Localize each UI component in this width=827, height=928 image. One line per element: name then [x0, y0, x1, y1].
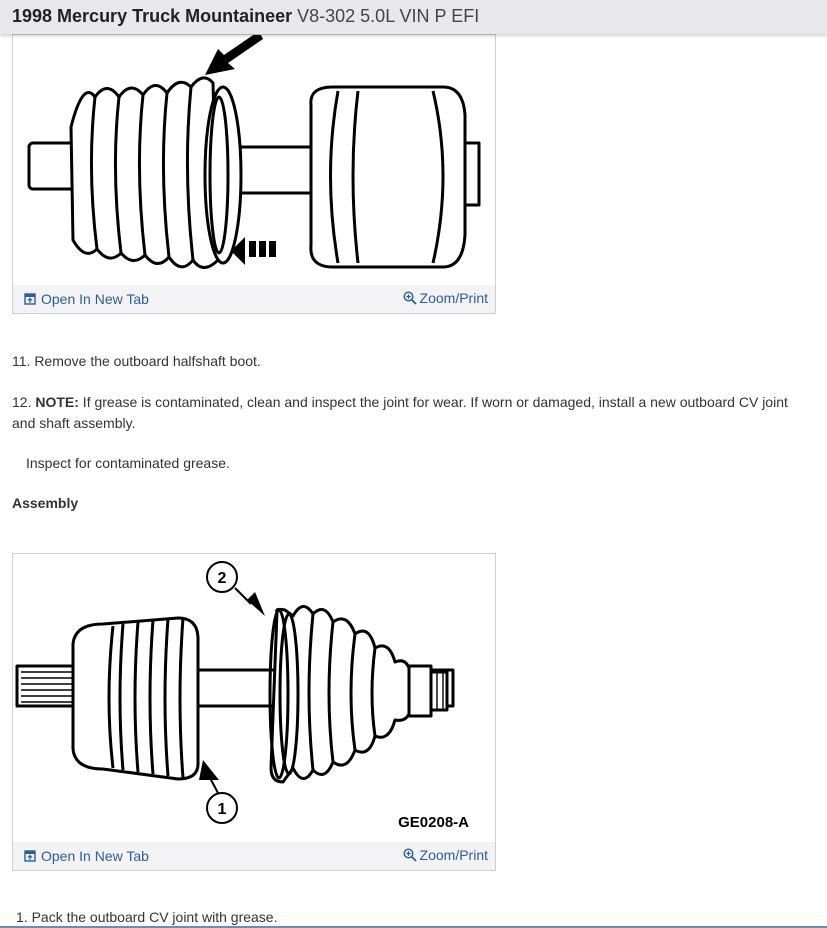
figure-2: 2 1 GE0208-A Open In New Tab Zoom/Print	[12, 553, 496, 871]
zoom-in-icon	[403, 848, 417, 862]
new-tab-icon	[24, 293, 36, 305]
callout-2-label: 2	[218, 570, 227, 587]
bottom-divider	[0, 926, 827, 928]
open-in-new-tab-link[interactable]: Open In New Tab	[24, 291, 149, 307]
callout-1-label: 1	[218, 801, 227, 818]
step-12-text: If grease is contaminated, clean and ins…	[12, 394, 788, 431]
figure-2-image[interactable]: 2 1 GE0208-A	[13, 554, 495, 842]
step-12-substep: Inspect for contaminated grease.	[26, 455, 230, 471]
step-1: 1. Pack the outboard CV joint with greas…	[16, 909, 278, 925]
boot-removal-drawing	[27, 35, 481, 269]
figure-2-toolbar: Open In New Tab Zoom/Print	[13, 842, 495, 870]
open-in-new-tab-label: Open In New Tab	[41, 848, 149, 864]
new-tab-icon	[24, 850, 36, 862]
figure-code: GE0208-A	[398, 814, 469, 831]
engine-spec: V8-302 5.0L VIN P EFI	[297, 6, 480, 26]
figure-1: Open In New Tab Zoom/Print	[12, 34, 496, 314]
boot-installation-drawing: 2 1 GE0208-A	[15, 561, 469, 831]
step-11: 11. Remove the outboard halfshaft boot.	[12, 353, 261, 369]
assembly-heading: Assembly	[12, 495, 79, 511]
figure-1-image[interactable]	[13, 35, 495, 285]
zoom-print-label: Zoom/Print	[419, 290, 488, 306]
step-12-number: 12.	[12, 394, 36, 410]
open-in-new-tab-label: Open In New Tab	[41, 291, 149, 307]
figure-1-toolbar: Open In New Tab Zoom/Print	[13, 285, 495, 313]
vehicle-name: 1998 Mercury Truck Mountaineer	[12, 6, 293, 26]
zoom-print-link[interactable]: Zoom/Print	[403, 290, 488, 306]
step-12: 12. NOTE: If grease is contaminated, cle…	[12, 392, 812, 434]
open-in-new-tab-link[interactable]: Open In New Tab	[24, 848, 149, 864]
page-title: 1998 Mercury Truck Mountaineer V8-302 5.…	[12, 6, 479, 27]
note-label: NOTE:	[35, 394, 79, 410]
zoom-print-link[interactable]: Zoom/Print	[403, 847, 488, 863]
page-header: 1998 Mercury Truck Mountaineer V8-302 5.…	[0, 0, 827, 34]
zoom-in-icon	[403, 291, 417, 305]
zoom-print-label: Zoom/Print	[419, 847, 488, 863]
